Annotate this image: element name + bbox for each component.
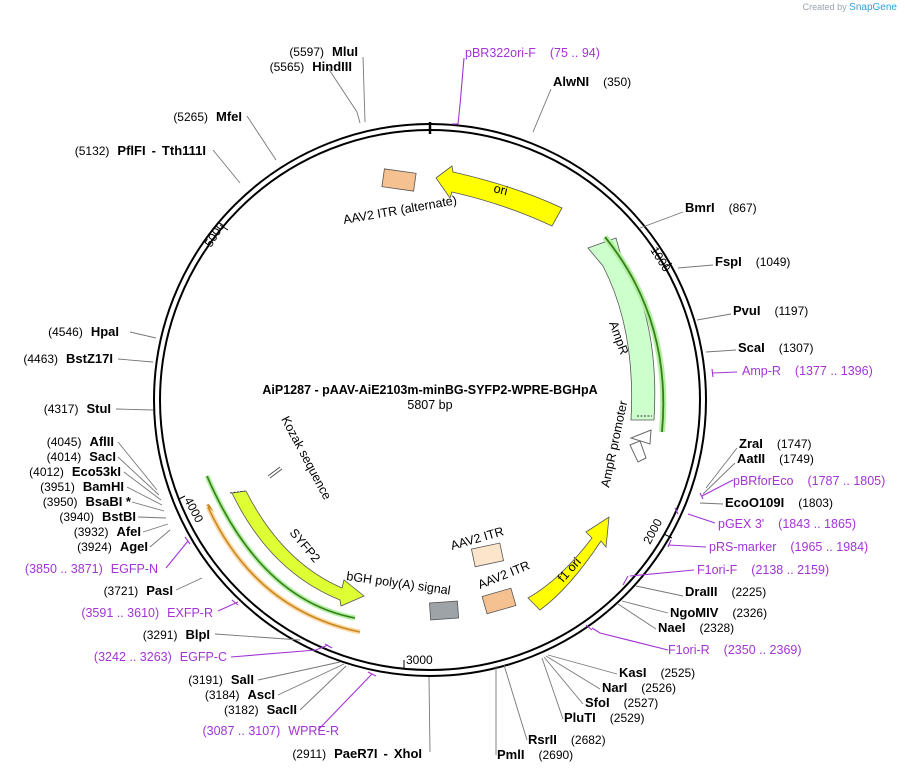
feature-bgh-label: bGH poly(A) signal xyxy=(346,569,452,597)
site-sfoi[interactable]: SfoI(2527) xyxy=(585,695,658,710)
site-blpi[interactable]: (3291)BlpI xyxy=(143,627,210,642)
site-zrai[interactable]: ZraI(1747) xyxy=(739,436,812,451)
site-saci[interactable]: (4014)SacI xyxy=(47,449,116,464)
brand-prefix: Created by xyxy=(802,2,847,12)
tick-5000: 5000 xyxy=(202,219,228,249)
site-nari[interactable]: NarI(2526) xyxy=(602,680,676,695)
site-labels-left: (5597)MluI (5565)HindIII (5265)MfeI (513… xyxy=(23,44,422,761)
feature-ampr[interactable]: AmpR xyxy=(587,235,667,433)
site-aflii[interactable]: (4045)AflII xyxy=(47,434,114,449)
primer-pbrforeco[interactable]: pBRforEco(1787 .. 1805) xyxy=(733,474,885,488)
site-draiii[interactable]: DraIII(2225) xyxy=(685,584,766,599)
feature-syfp2[interactable]: SYFP2 xyxy=(204,475,365,635)
plasmid-size: 5807 bp xyxy=(407,398,452,412)
site-bsabi[interactable]: (3950)BsaBI * xyxy=(43,494,132,509)
tick-3000: 3000 xyxy=(406,653,433,667)
tick-labels: 1000 2000 3000 4000 5000 xyxy=(181,219,673,667)
site-stui[interactable]: (4317)StuI xyxy=(44,401,111,416)
snapgene-brand: Created by SnapGene xyxy=(803,2,897,13)
site-bstz17i[interactable]: (4463)BstZ17I xyxy=(23,351,113,366)
plasmid-name: AiP1287 - pAAV-AiE2103m-minBG-SYFP2-WPRE… xyxy=(262,383,597,397)
site-aatii[interactable]: AatII(1749) xyxy=(737,451,814,466)
primer-egfp-c[interactable]: (3242 .. 3263)EGFP-C xyxy=(94,650,227,664)
tick-4000: 4000 xyxy=(181,495,206,525)
site-agei[interactable]: (3924)AgeI xyxy=(77,539,148,554)
sites-right xyxy=(495,88,738,755)
site-bmri[interactable]: BmrI(867) xyxy=(685,200,757,215)
primer-pgex3[interactable]: pGEX 3'(1843 .. 1865) xyxy=(718,517,856,531)
primer-f1ori-f[interactable]: F1ori-F(2138 .. 2159) xyxy=(697,563,829,577)
site-pasi[interactable]: (3721)PasI xyxy=(104,583,173,598)
primer-egfp-n[interactable]: (3850 .. 3871)EGFP-N xyxy=(25,562,158,576)
site-sali[interactable]: (3191)SalI xyxy=(188,672,254,687)
plasmid-backbone xyxy=(153,122,707,677)
site-hindiii[interactable]: (5565)HindIII xyxy=(270,59,352,74)
feature-kozak-label: Kozak sequence xyxy=(278,414,334,502)
site-ngomiv[interactable]: NgoMIV(2326) xyxy=(670,605,767,620)
site-pflfi[interactable]: (5132)PflFI-Tth111I xyxy=(75,143,206,158)
site-eco53ki[interactable]: (4012)Eco53kI xyxy=(29,464,121,479)
site-naei[interactable]: NaeI(2328) xyxy=(658,620,734,635)
site-scai[interactable]: ScaI(1307) xyxy=(738,340,813,355)
site-bstbi[interactable]: (3940)BstBI xyxy=(59,509,136,524)
tick-1000: 1000 xyxy=(647,244,673,274)
site-paer7i[interactable]: (2911)PaeR7I-XhoI xyxy=(292,746,422,761)
primer-prs-marker[interactable]: pRS-marker(1965 .. 1984) xyxy=(709,540,868,554)
site-sacii[interactable]: (3182)SacII xyxy=(224,702,297,717)
primer-labels: pBR322ori-F(75 .. 94) Amp-R(1377 .. 1396… xyxy=(25,46,885,738)
site-pmli[interactable]: PmlI(2690) xyxy=(497,747,573,762)
brand-name: SnapGene xyxy=(849,2,897,13)
tick-2000: 2000 xyxy=(640,516,665,546)
site-labels-right: AlwNI(350) BmrI(867) FspI(1049) PvuI(119… xyxy=(497,74,833,762)
site-asci[interactable]: (3184)AscI xyxy=(205,687,275,702)
primer-exfp-r[interactable]: (3591 .. 3610)EXFP-R xyxy=(81,606,213,620)
primer-wpre-r[interactable]: (3087 .. 3107)WPRE-R xyxy=(202,724,339,738)
feature-aav2-itr[interactable]: AAV2 ITR AAV2 ITR xyxy=(449,524,532,615)
primer-leaders xyxy=(165,57,738,731)
feature-f1-ori[interactable]: f1 ori xyxy=(527,516,610,611)
site-rsrii[interactable]: RsrII(2682) xyxy=(528,732,606,747)
feature-kozak[interactable]: Kozak sequence xyxy=(267,414,334,502)
feature-itr-alt-label: AAV2 ITR (alternate) xyxy=(342,193,458,227)
feature-ampr-promoter-label: AmpR promoter xyxy=(598,399,630,488)
site-afei[interactable]: (3932)AfeI xyxy=(74,524,141,539)
site-pluti[interactable]: PluTI(2529) xyxy=(564,710,644,725)
site-mfei[interactable]: (5265)MfeI xyxy=(173,109,242,124)
primer-f1ori-r[interactable]: F1ori-R(2350 .. 2369) xyxy=(668,643,802,657)
site-ecoo109i[interactable]: EcoO109I(1803) xyxy=(725,495,833,510)
site-pvui[interactable]: PvuI(1197) xyxy=(733,303,808,318)
feature-ori[interactable]: ori xyxy=(435,165,563,227)
site-hpai[interactable]: (4546)HpaI xyxy=(48,324,119,339)
primer-amp-r[interactable]: Amp-R(1377 .. 1396) xyxy=(742,364,873,378)
feature-ori-label: ori xyxy=(492,181,509,198)
site-mlui[interactable]: (5597)MluI xyxy=(289,44,358,59)
sites-left xyxy=(115,56,431,753)
site-kasi[interactable]: KasI(2525) xyxy=(619,665,695,680)
primer-pbr322ori-f[interactable]: pBR322ori-F(75 .. 94) xyxy=(465,46,600,60)
site-alwni[interactable]: AlwNI(350) xyxy=(553,74,631,89)
site-fspi[interactable]: FspI(1049) xyxy=(715,254,790,269)
site-bamhi[interactable]: (3951)BamHI xyxy=(40,479,124,494)
